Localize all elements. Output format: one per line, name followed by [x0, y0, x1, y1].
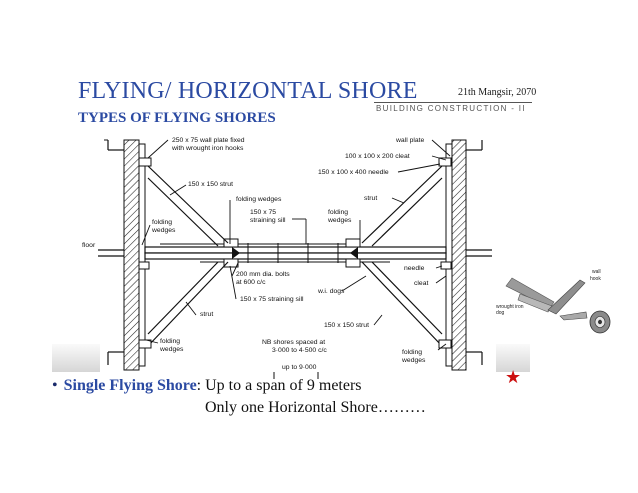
bullet-label: Single Flying Shore: [63, 377, 197, 394]
label-bolts-1: 200 mm dia. bolts: [236, 271, 290, 278]
label-wall-plate: wall plate: [395, 137, 425, 144]
horizontal-shore-note: Only one Horizontal Shore………: [205, 399, 426, 416]
label-floor: floor: [82, 242, 96, 249]
bolts: [247, 243, 339, 263]
label-folding-bottom-right-2: wedges: [401, 357, 426, 364]
label-nb-2: 3·000 to 4·500 c/c: [272, 347, 327, 354]
label-folding-wedges-top: folding wedges: [236, 196, 282, 203]
slide-date: 21th Mangsir, 2070: [458, 87, 537, 98]
bullet-text: : Up to a span of 9 meters: [196, 377, 362, 394]
label-folding-bottom-left-1: folding: [160, 338, 180, 345]
label-up-to: up to 9·000: [282, 364, 317, 371]
leader-lines: [141, 139, 451, 351]
inset-wall-hook-1: wall: [592, 269, 601, 275]
label-wall-plate-fixed-1: 250 x 75 wall plate fixed: [172, 137, 245, 144]
right-wall: [445, 139, 483, 371]
label-nb-1: NB shores spaced at: [262, 339, 325, 346]
bullet-single-flying-shore: • Single Flying Shore: Up to a span of 9 …: [52, 377, 362, 395]
label-straining-sill-1: 150 x 75: [250, 209, 276, 216]
slide-subtitle: TYPES OF FLYING SHORES: [78, 110, 276, 126]
star-icon: ★: [505, 367, 522, 387]
label-straining-sill-2: straining sill: [250, 217, 286, 224]
label-bolts-2: at 600 c/c: [236, 279, 266, 286]
inset-dog-1: wrought iron: [496, 304, 524, 310]
gray-gradient-right: [496, 344, 530, 372]
needles-and-cleats: [138, 157, 452, 349]
label-wall-plate-fixed-2: with wrought iron hooks: [171, 145, 244, 152]
horizontal-shore: [144, 243, 447, 263]
straining-sills: [223, 238, 361, 268]
folding-wedges: [232, 247, 358, 259]
label-wi-dogs: w.i. dogs: [317, 288, 345, 295]
course-name: BUILDING CONSTRUCTION - II: [376, 104, 526, 113]
label-strut-size-bottom: 150 x 150 strut: [324, 322, 369, 329]
label-strut-lower-left: strut: [200, 311, 213, 318]
label-needle: needle: [404, 265, 425, 272]
label-folding-left-2: wedges: [151, 227, 176, 234]
hook-and-dog-inset: wall hook wrought iron dog: [496, 269, 611, 334]
label-folding-bottom-right-1: folding: [402, 349, 422, 356]
bullet-dot: •: [52, 377, 58, 394]
label-needle-size: 150 x 100 x 400 needle: [318, 169, 389, 176]
label-cleat: cleat: [414, 280, 428, 287]
left-wall: [104, 139, 146, 371]
label-folding-left-1: folding: [152, 219, 172, 226]
label-cleat-size: 100 x 100 x 200 cleat: [345, 153, 410, 160]
label-folding-bottom-left-2: wedges: [159, 346, 184, 353]
label-strut-size-top: 150 x 150 strut: [188, 181, 233, 188]
inset-wall-hook-2: hook: [590, 276, 601, 282]
slide-title: FLYING/ HORIZONTAL SHORE: [78, 78, 418, 104]
floor-lines: [98, 249, 492, 257]
gray-gradient-left: [52, 344, 100, 372]
label-folding-right-1: folding: [328, 209, 348, 216]
header-rule: [374, 102, 532, 103]
inset-dog-2: dog: [496, 310, 505, 316]
label-straining-sill-lower: 150 x 75 straining sill: [240, 296, 304, 303]
label-strut-right: strut: [364, 195, 377, 202]
label-folding-right-2: wedges: [327, 217, 352, 224]
span-dimension: [273, 372, 319, 379]
